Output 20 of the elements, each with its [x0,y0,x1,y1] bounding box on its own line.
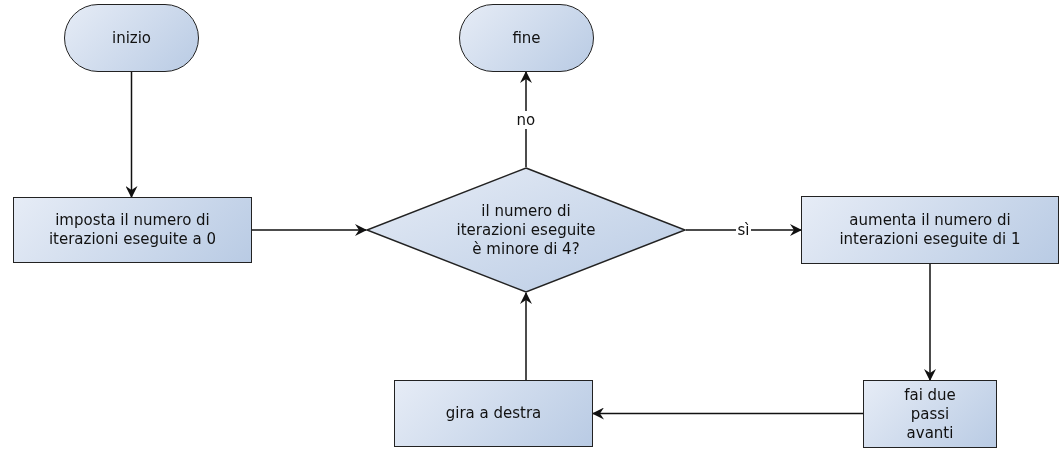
node-text: fai due passi avanti [903,385,957,443]
arrow [125,71,138,198]
node-text: imposta il numero di iterazioni eseguite a 0 [47,211,218,249]
node-text: il numero di iterazioni eseguite è minore di 4? [455,201,597,259]
node-text: fine [512,28,541,48]
arrow [685,224,802,236]
process-box [863,380,997,448]
decision-diamond [366,167,686,293]
node-text: inizio [111,28,152,48]
edge-label: no [514,110,538,129]
arrow [520,292,532,381]
arrow [251,224,367,236]
process-box [394,380,593,447]
process-box [801,196,1059,264]
arrow [592,407,864,420]
process-box [13,197,252,263]
arrow [924,263,936,381]
node-text: aumenta il numero di interazioni eseguite di 1 [838,211,1022,249]
arrow [520,71,532,168]
node-text: gira a destra [445,404,542,423]
